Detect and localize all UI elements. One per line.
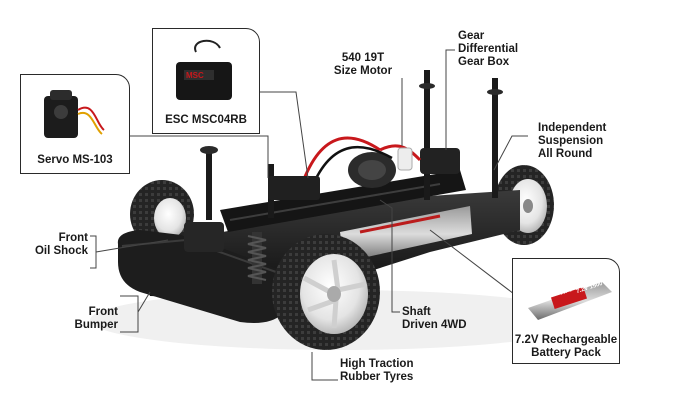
chassis-battery [340,206,472,262]
gear-box [420,148,460,174]
tyres-label: High Traction Rubber Tyres [340,358,414,383]
front-bumper [117,230,282,323]
motor-label: 540 19T Size Motor [333,52,393,77]
callout-lines [90,49,528,381]
front-near-wheel [272,234,380,350]
gearbox-label: Gear Differential Gear Box [458,30,519,68]
bumper-label: Front Bumper [74,306,118,331]
battery-callout-box [512,258,620,364]
battery-label: 7.2V Rechargeable Battery Pack [514,334,618,359]
shaft-label: Shaft Driven 4WD [402,306,467,331]
esc-logo: MSC [186,71,204,80]
servo-label: Servo MS-103 [37,154,113,166]
suspension-label: Independent Suspension All Round [538,122,607,160]
esc-label: ESC MSC04RB [165,114,247,126]
front-oil-shock [247,232,267,284]
motor [348,152,396,188]
oil-shock-label: Front Oil Shock [34,232,88,257]
